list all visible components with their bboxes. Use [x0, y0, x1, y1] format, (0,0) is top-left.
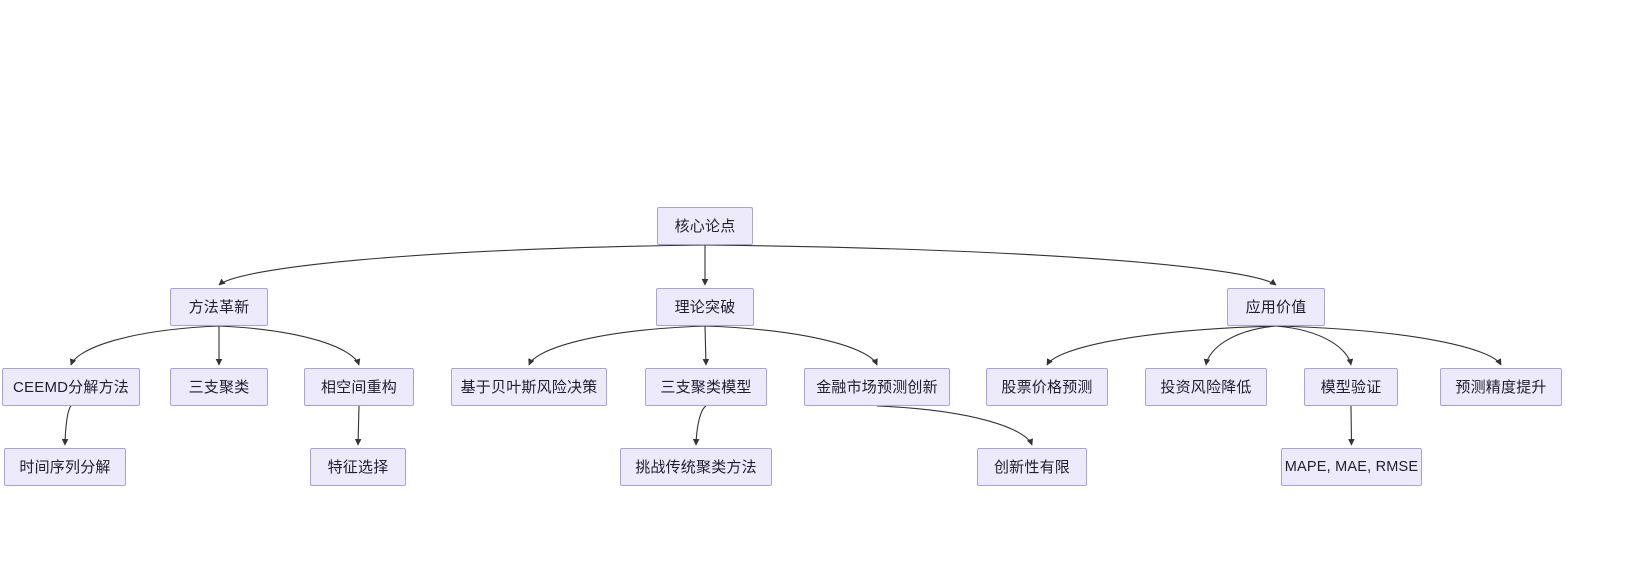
- node-label: 基于贝叶斯风险决策: [460, 378, 598, 396]
- edge-n3-to-n3c: [1275, 325, 1354, 366]
- node-label: 挑战传统聚类方法: [635, 458, 757, 476]
- edge-n2c-to-n2c1: [876, 405, 1033, 446]
- node-n2a[interactable]: 基于贝叶斯风险决策: [451, 368, 607, 406]
- node-label: 投资风险降低: [1160, 378, 1252, 396]
- node-n3d[interactable]: 预测精度提升: [1440, 368, 1562, 406]
- node-n3c1[interactable]: MAPE, MAE, RMSE: [1281, 448, 1422, 486]
- node-label: 预测精度提升: [1455, 378, 1547, 396]
- node-label: 模型验证: [1320, 378, 1382, 396]
- edge-root-to-n1: [218, 244, 706, 286]
- node-n3c[interactable]: 模型验证: [1304, 368, 1398, 406]
- node-label: 创新性有限: [993, 458, 1070, 476]
- edge-n2-to-n2a: [528, 325, 706, 366]
- node-n3a[interactable]: 股票价格预测: [986, 368, 1108, 406]
- node-label: 金融市场预测创新: [816, 378, 938, 396]
- node-n2c1[interactable]: 创新性有限: [977, 448, 1087, 486]
- node-label: 三支聚类: [188, 378, 250, 396]
- node-n1c[interactable]: 相空间重构: [304, 368, 414, 406]
- node-label: 方法革新: [188, 298, 250, 316]
- node-n3[interactable]: 应用价值: [1227, 288, 1325, 326]
- node-label: 特征选择: [327, 458, 389, 476]
- node-root[interactable]: 核心论点: [657, 207, 753, 245]
- node-n1c1[interactable]: 特征选择: [310, 448, 406, 486]
- node-n1a[interactable]: CEEMD分解方法: [2, 368, 140, 406]
- node-n3b[interactable]: 投资风险降低: [1145, 368, 1267, 406]
- node-label: 三支聚类模型: [660, 378, 752, 396]
- edge-n1c-to-n1c1: [354, 405, 362, 446]
- node-n1b[interactable]: 三支聚类: [170, 368, 268, 406]
- edge-n2-to-n2b: [702, 325, 710, 366]
- node-n1[interactable]: 方法革新: [170, 288, 268, 326]
- edge-n1a-to-n1a1: [61, 405, 72, 446]
- edge-n1-to-n1c: [218, 325, 361, 366]
- edge-n2-to-n2c: [704, 325, 878, 366]
- edge-n3-to-n3d: [1275, 325, 1502, 366]
- edge-n2b-to-n2b1: [692, 405, 707, 446]
- node-label: 核心论点: [674, 217, 736, 235]
- node-label: 时间序列分解: [19, 458, 111, 476]
- node-label: 股票价格预测: [1001, 378, 1093, 396]
- edge-root-to-n3: [704, 244, 1277, 286]
- edge-n3c-to-n3c1: [1348, 405, 1355, 446]
- node-n2b[interactable]: 三支聚类模型: [645, 368, 767, 406]
- node-n1a1[interactable]: 时间序列分解: [4, 448, 126, 486]
- node-label: 相空间重构: [320, 378, 397, 396]
- edge-n3-to-n3a: [1046, 325, 1277, 366]
- edge-n3-to-n3b: [1203, 325, 1277, 366]
- node-label: 应用价值: [1245, 298, 1307, 316]
- node-label: 理论突破: [674, 298, 736, 316]
- node-label: CEEMD分解方法: [13, 378, 129, 396]
- node-n2b1[interactable]: 挑战传统聚类方法: [620, 448, 772, 486]
- node-n2c[interactable]: 金融市场预测创新: [804, 368, 950, 406]
- node-n2[interactable]: 理论突破: [656, 288, 754, 326]
- node-label: MAPE, MAE, RMSE: [1284, 458, 1419, 475]
- edge-n1-to-n1a: [69, 325, 220, 366]
